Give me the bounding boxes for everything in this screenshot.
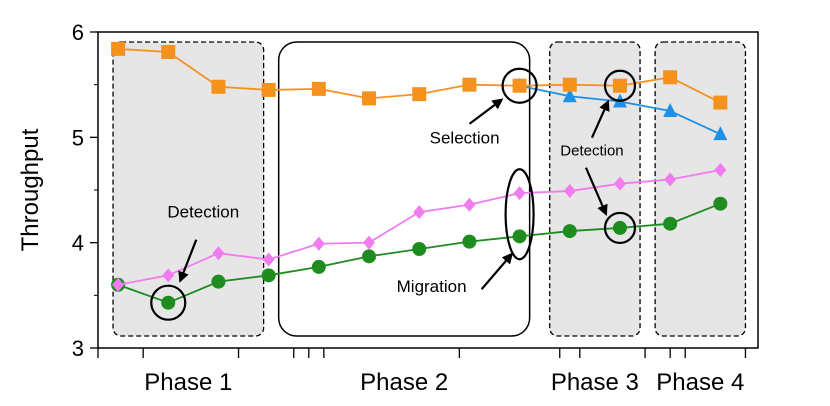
point-diamond-9 [513,186,526,201]
point-circle-13 [713,196,728,211]
point-circle-10 [562,224,577,239]
point-diamond-1 [112,277,125,292]
point-triangle-5 [713,126,728,141]
point-square-12 [663,70,678,85]
arrow-detection-2b [584,167,608,216]
phase-label-3: Phase 3 [551,369,639,396]
point-square-8 [462,77,477,92]
detection-circle-2a [603,69,637,102]
point-square-3 [211,79,226,94]
point-square-10 [562,77,577,92]
point-circle-6 [362,249,377,264]
phase-label-2: Phase 2 [360,369,448,396]
phase-label-4: Phase 4 [656,369,744,396]
y-tick-label-5: 5 [72,125,84,150]
arrow-detection-1 [178,239,198,283]
point-triangle-4 [663,103,678,117]
y-axis-label: Throughput [17,128,44,251]
point-square-9 [512,78,527,93]
arrow-selection [468,98,504,125]
point-diamond-13 [714,162,727,177]
point-circle-9 [512,229,527,244]
point-circle-8 [462,234,477,249]
point-diamond-6 [363,235,376,250]
phase-region-1 [112,41,265,337]
arrow-migration [480,252,514,290]
point-diamond-7 [413,205,426,220]
point-square-11 [612,78,627,93]
point-diamond-11 [613,176,626,191]
point-circle-4 [261,268,276,283]
point-diamond-5 [312,236,325,251]
detection-circle-1 [150,284,187,321]
point-square-4 [261,82,276,97]
point-circle-2 [161,295,176,310]
detection-circle-2b [603,211,637,245]
point-square-5 [311,81,326,96]
y-tick-label-3: 3 [72,336,84,361]
arrow-detection-2a [590,99,610,139]
point-diamond-3 [212,246,225,261]
point-diamond-10 [563,184,576,199]
y-tick-label-4: 4 [72,231,84,256]
migration-ellipse [504,168,535,261]
point-circle-11 [612,220,627,235]
annotation-detection-1: Detection [167,203,239,222]
point-square-6 [362,91,377,106]
point-square-2 [161,45,176,60]
point-circle-12 [663,216,678,231]
point-circle-7 [412,241,427,256]
annotation-selection: Selection [430,129,500,148]
point-diamond-2 [162,268,175,283]
point-diamond-12 [664,172,677,187]
point-triangle-2 [562,88,577,103]
point-circle-3 [211,274,226,289]
phase-label-1: Phase 1 [144,369,232,396]
point-square-7 [412,87,427,102]
point-square-13 [713,95,728,110]
y-tick-label-6: 6 [72,20,84,45]
phase-region-4 [654,41,747,337]
point-diamond-8 [463,197,476,212]
annotation-detection-2: Detection [560,143,623,160]
point-diamond-4 [262,252,275,267]
point-square-1 [111,41,126,56]
point-circle-5 [311,259,326,274]
selection-circle [501,67,538,104]
annotation-migration: Migration [397,277,467,296]
